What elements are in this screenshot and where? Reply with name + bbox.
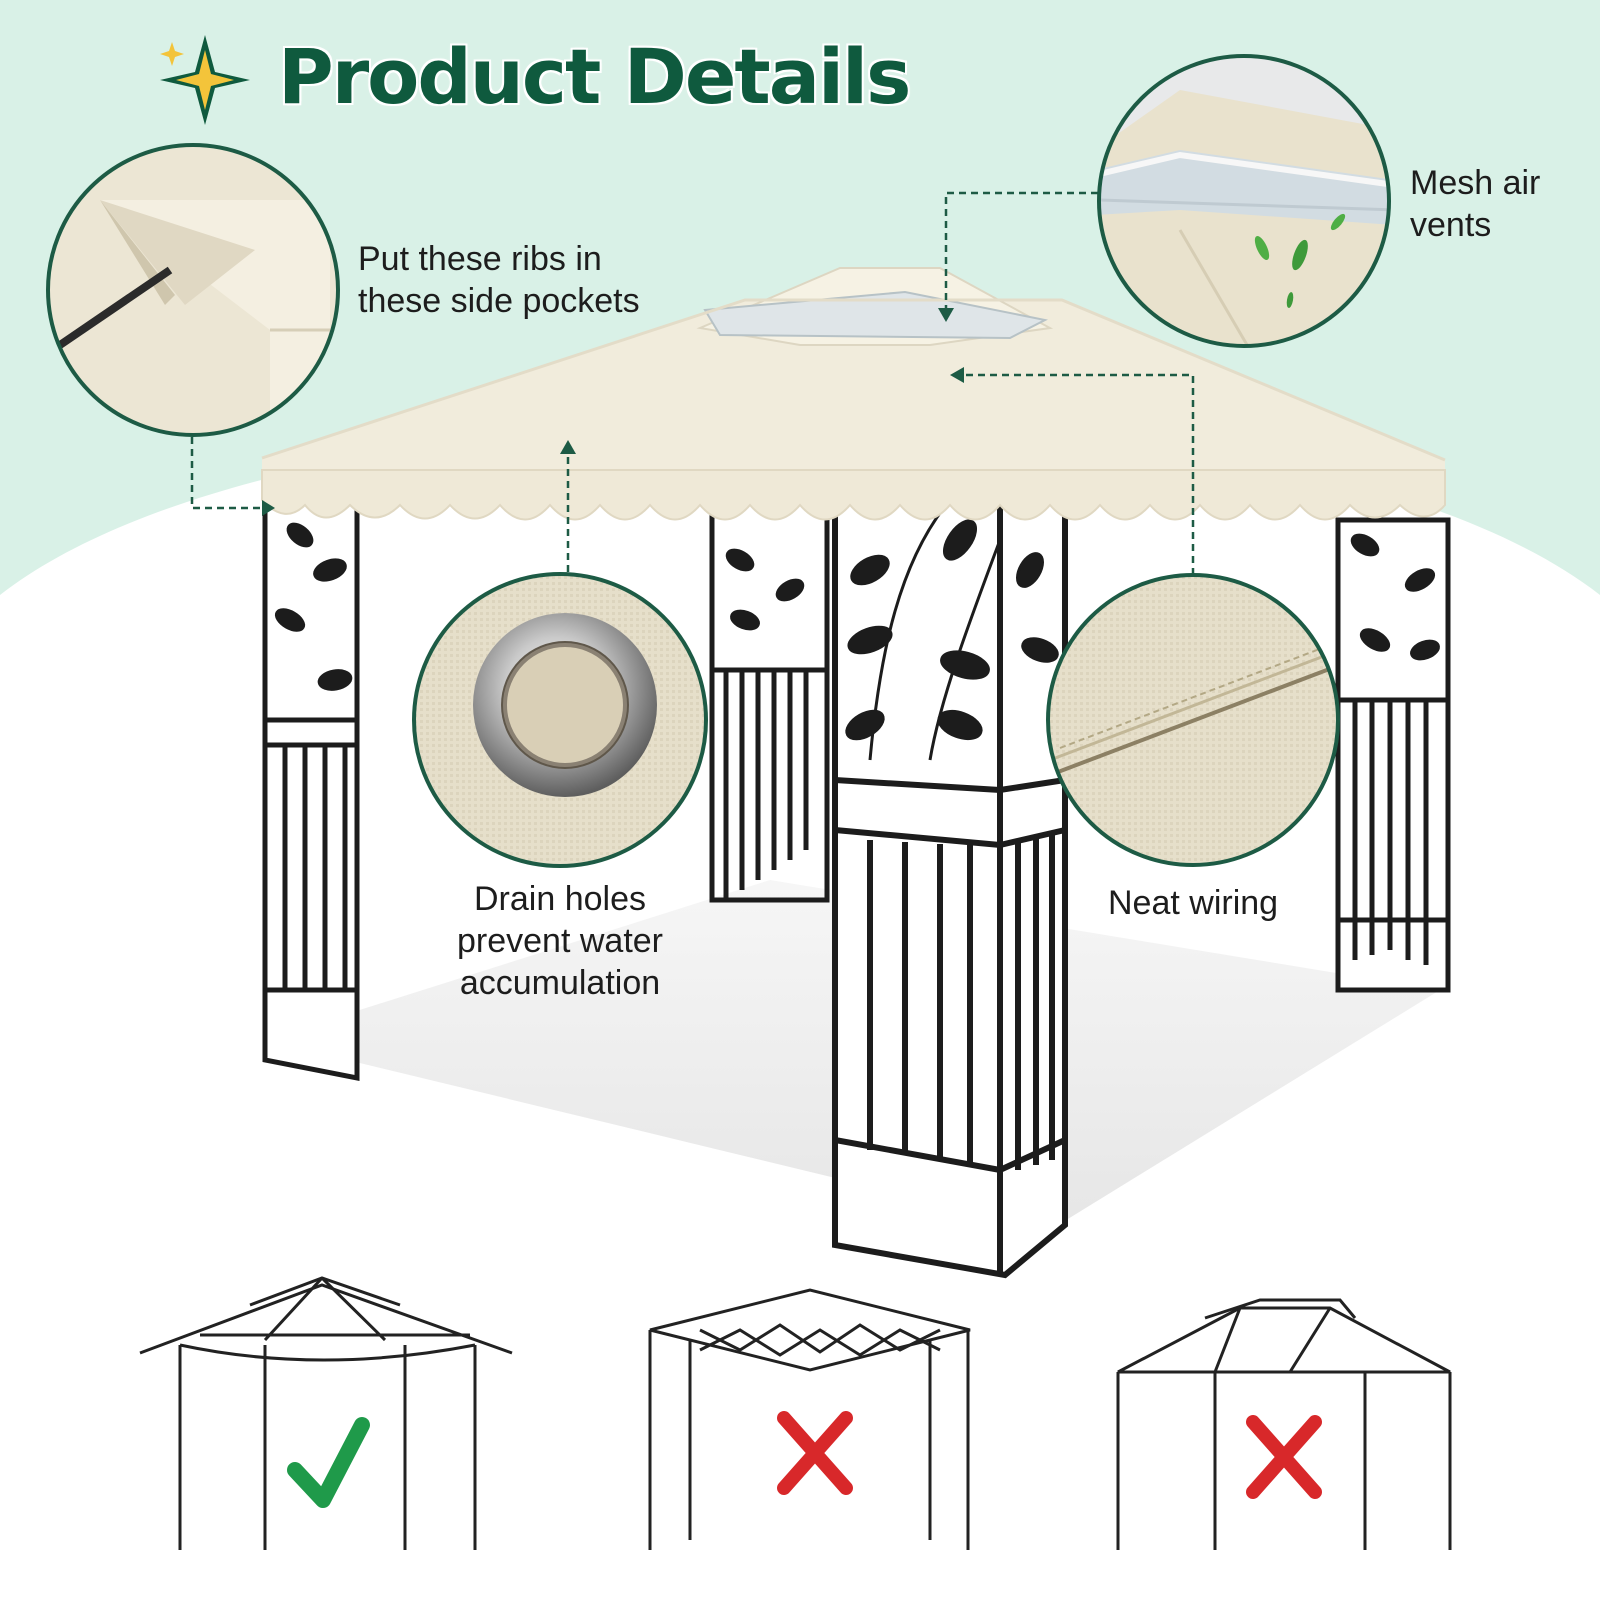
cross-icon (1246, 1415, 1322, 1499)
peaked-roof-frame (1116, 1298, 1452, 1550)
ribs-callout-line-2: these side pockets (358, 282, 640, 320)
flat-top-pop-up-frame (648, 1288, 971, 1550)
wiring-detail-photo (1046, 573, 1340, 867)
leader-lines (190, 191, 1195, 575)
ribs-callout-line-1: Put these ribs in (358, 240, 602, 278)
cross-icon (777, 1411, 853, 1495)
ribs-detail-photo (46, 143, 340, 437)
leader-arrowheads (262, 308, 964, 516)
wiring-callout: Neat wiring (1108, 882, 1278, 924)
drain-callout-line-2: prevent water (457, 922, 663, 960)
left-leg (262, 510, 360, 1082)
drain-callout-line-3: accumulation (459, 964, 661, 1002)
drain-detail-photo (412, 572, 708, 868)
vent-detail-photo (1097, 54, 1391, 348)
compatibility-row (139, 1276, 1452, 1550)
right-leg (1335, 517, 1451, 993)
check-icon (287, 1417, 370, 1508)
wiring-callout-line-1: Neat wiring (1108, 884, 1279, 922)
ribs-callout: Put these ribs in these side pockets (358, 238, 640, 322)
drain-callout-line-1: Drain holes (474, 880, 646, 918)
vents-callout-line-1: Mesh air (1410, 164, 1541, 202)
canopy (261, 267, 1446, 521)
front-leg (832, 475, 1068, 1279)
vents-callout-line-2: vents (1410, 206, 1492, 244)
gazebo-photo (261, 267, 1451, 1279)
leaf-decorations (274, 499, 1440, 761)
sparkle-icon (160, 35, 250, 125)
drain-callout: Drain holes prevent water accumulation (410, 878, 710, 1004)
vents-callout: Mesh air vents (1410, 162, 1540, 246)
page-title: Product Details (278, 32, 911, 121)
double-tier-scalloped-frame (139, 1276, 513, 1550)
